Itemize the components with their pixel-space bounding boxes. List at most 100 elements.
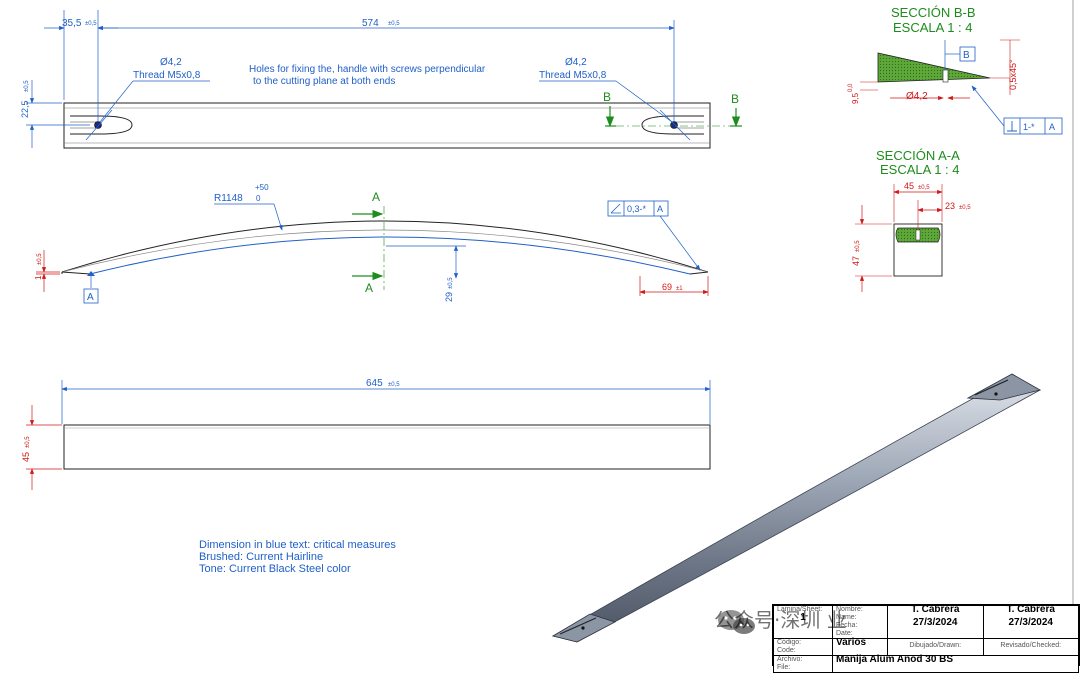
drawing-line (615, 80, 673, 123)
dimension-text: ±0,5 (959, 205, 971, 211)
left-hole-thread: Thread M5x0,8 (133, 70, 201, 81)
left-end-slot (70, 115, 133, 135)
dimension-text: 9,5 (851, 92, 860, 104)
gdt-angularity-frame (607, 200, 669, 217)
tb-name-date-labels: Nombre: Name: Fecha: Date: (832, 605, 888, 639)
dim-end-length-69: 69 (662, 282, 672, 292)
dimension-text: ±1 (676, 286, 683, 292)
tb-file-value: Manija Alum Anod 30 BS (836, 654, 954, 665)
dim-22-5: 22,5 (20, 100, 30, 118)
drawing-shape (581, 626, 585, 630)
section-b-label-left: B (603, 90, 611, 104)
arc-inner (89, 236, 691, 275)
hole-note-line1: Holes for fixing the, handle with screws… (249, 64, 486, 75)
note-line2: Brushed: Current Hairline (199, 551, 323, 563)
drawing-shape (942, 69, 949, 83)
section-a-label-bottom: A (365, 281, 373, 295)
section-bb: SECCIÓN B-B ESCALA 1 : 4 B 9,5 0,0 Ø4,2 … (848, 5, 1063, 135)
section-a-label-top: A (372, 190, 380, 204)
tb-file-value-cell: Manija Alum Anod 30 BS (832, 654, 1079, 673)
drawing-shape (966, 373, 1042, 401)
right-hole (670, 121, 678, 129)
drawing-shape (974, 379, 1009, 396)
dimension-text: ±0,5 (448, 277, 454, 289)
tb-sheet-cell: Lamina/Sheet: 1 (773, 605, 833, 639)
left-hole-dia: Ø4,2 (160, 57, 182, 68)
tb-drawn-date: 27/3/2024 (913, 617, 958, 628)
tb-drawn-cell: T. Cabrera 27/3/2024 (887, 604, 984, 639)
right-hole-dia: Ø4,2 (565, 57, 587, 68)
dimension-text: ±0,5 (918, 185, 930, 191)
section-aa: SECCIÓN A-A ESCALA 1 : 4 45 ±0,5 23 ±0,5… (851, 148, 971, 292)
drawing-shape (61, 229, 709, 273)
tb-sheet-value: 1 (800, 612, 806, 623)
drawing-shape (559, 617, 597, 635)
dimension-text: +50 (255, 183, 269, 192)
right-hole-thread: Thread M5x0,8 (539, 70, 607, 81)
drawing-shape (87, 271, 95, 276)
section-bb-title: SECCIÓN B-B (891, 5, 976, 20)
section-aa-title: SECCIÓN A-A (876, 148, 960, 163)
dimension-text: 0,3-* (627, 204, 647, 214)
left-hole (94, 121, 102, 129)
drawing-shape (994, 392, 998, 396)
watermark-text: 公众号·深圳 业 (714, 608, 847, 632)
tb-drawn-name: T. Cabrera (911, 604, 960, 615)
dimension-text: A (1049, 122, 1055, 132)
radius-label: R1148 (214, 193, 243, 204)
drawing-line (273, 203, 283, 231)
title-block: Lamina/Sheet: 1 Nombre: Name: Fecha: Dat… (772, 604, 1080, 673)
tb-file-label: Archivo: File: (773, 655, 833, 673)
dimension-text: 1-* (1023, 122, 1035, 132)
tb-checked-date: 27/3/2024 (1008, 617, 1054, 628)
dimension-text: A (657, 204, 663, 214)
right-end-slot (641, 115, 704, 135)
wechat-logo-icon (718, 610, 755, 634)
note-line1: Dimension in blue text: critical measure… (199, 539, 396, 551)
section-bb-hole-dim: Ø4,2 (906, 91, 928, 102)
render-handle-body (551, 377, 1041, 643)
drawing-line (85, 109, 113, 141)
drawing-line (971, 85, 1005, 127)
notes: Dimension in blue text: critical measure… (199, 539, 396, 575)
section-bb-chamfer: 0,5x45° (1008, 59, 1018, 90)
section-aa-scale: ESCALA 1 : 4 (880, 162, 960, 177)
dimension-text: B (963, 50, 970, 61)
dimension-text: ±0,5 (85, 21, 97, 27)
tb-checked-name: T. Cabrera (1006, 604, 1055, 615)
dimension-text: ±0,5 (388, 21, 400, 27)
dim-35-5: 35,5 (62, 18, 82, 29)
dimension-text: ±0,5 (855, 240, 861, 252)
dim-end-thickness: 1 (34, 275, 43, 280)
dim-574: 574 (362, 18, 379, 29)
dimension-text: A (87, 292, 94, 303)
tb-code-value-cell: Varios (832, 637, 888, 656)
section-b-label-right: B (731, 92, 739, 106)
dimension-text: 0,0 (848, 83, 854, 92)
drawing-line (99, 80, 134, 123)
section-aa-height: 47 (851, 256, 861, 266)
section-aa-inner: 23 (945, 201, 955, 211)
drawing-shape (915, 229, 921, 241)
section-bb-profile (877, 52, 991, 83)
side-view: R1148 +50 0 A A A 1 ±0,5 29 ±0,5 69 ±1 (34, 183, 709, 304)
section-aa-width: 45 (904, 181, 914, 191)
drawing-line (659, 215, 701, 271)
tb-code-value: Varios (836, 637, 867, 648)
hole-note-line2: to the cutting plane at both ends (253, 76, 395, 87)
dimension-text: ±0,5 (24, 80, 30, 92)
arc-outer (61, 220, 709, 273)
top-view: 35,5 ±0,5 574 ±0,5 22,5 ±0,5 Ø4,2 Thread… (20, 10, 742, 149)
render-3d (551, 373, 1042, 643)
dimension-text: 0 (256, 194, 261, 203)
tb-code-label: Código: Code: (773, 638, 833, 656)
perpendicularity-icon (1007, 121, 1017, 132)
dim-645: 645 (366, 378, 383, 389)
drawing-line (659, 109, 691, 141)
dimension-text: ±0,5 (388, 382, 400, 388)
tb-checked-cell: T. Cabrera 27/3/2024 (982, 604, 1079, 639)
section-bb-scale: ESCALA 1 : 4 (893, 20, 973, 35)
tb-checked-label: Revisado/Checked: (1000, 642, 1062, 649)
front-view-outline (63, 424, 711, 470)
dimension-text: ±0,5 (25, 436, 31, 448)
